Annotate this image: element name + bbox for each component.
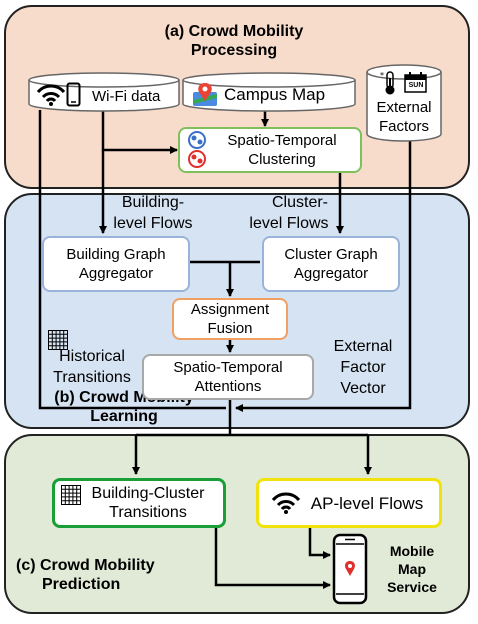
map-pin-icon [193,83,217,106]
phone-icon [66,82,81,107]
clustering-line1: Spatio-Temporal [227,132,337,149]
mobile-phone-icon [332,533,368,605]
wifi-data-source: Wi-Fi data [28,72,180,112]
database-cylinder-icon [182,72,356,112]
cluster-level-flows-label: Cluster-level Flows [249,194,329,232]
wifi-icon [36,84,66,106]
clustering-line2: Clustering [248,151,316,168]
cluster-icon [188,131,206,168]
campus-map-source: Campus Map [182,72,356,112]
campus-map-label: Campus Map [224,85,326,104]
svg-text:*: * [380,71,384,80]
wifi-icon [271,492,301,514]
spatio-temporal-clustering-box: Spatio-Temporal Clustering [178,127,362,173]
ap-flows-label: AP-level Flows [310,493,424,513]
calendar-text: SUN [408,82,424,89]
calendar-icon [404,72,427,93]
grid-icon [61,485,81,505]
thermometer-icon: * [380,71,395,95]
ap-level-flows-box: AP-level Flows [256,478,442,528]
building-level-flows-label: Building-level Flows [113,194,193,232]
wifi-data-label: Wi-Fi data [92,88,161,105]
grid-icon [48,330,68,350]
